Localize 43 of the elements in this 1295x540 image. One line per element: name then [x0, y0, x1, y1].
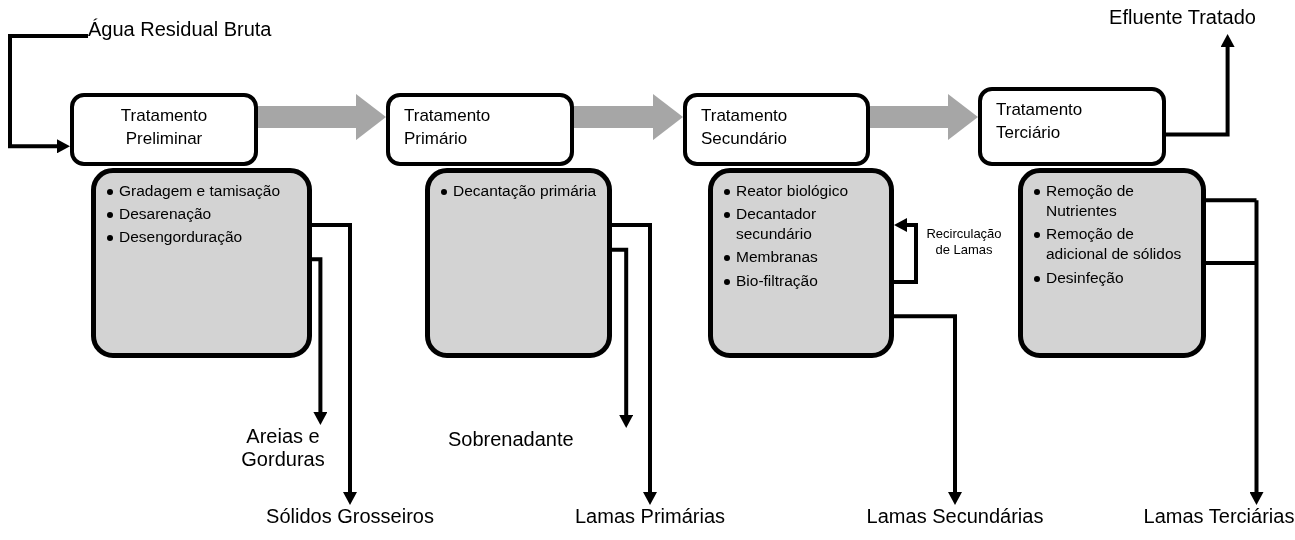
- flow-label: Efluente Tratado: [1080, 6, 1285, 34]
- process-box: [91, 168, 312, 358]
- arrow: [894, 218, 918, 284]
- stage-title: Tratamento Terciário: [995, 99, 1084, 144]
- flow-label: Sobrenadante: [448, 428, 628, 456]
- stage-title-box: [978, 87, 1166, 166]
- stage-title-box: [386, 93, 574, 166]
- flow-label: Sólidos Grosseiros: [255, 505, 445, 533]
- arrow: [1204, 198, 1264, 505]
- arrow: [612, 223, 657, 505]
- flow-label: Lamas Secundárias: [860, 505, 1050, 533]
- bullet-item: Decantador secundário: [723, 204, 881, 245]
- stage-title-box: [70, 93, 258, 166]
- bullet-item: Gradagem e tamisação: [106, 181, 299, 202]
- arrow: [8, 34, 88, 154]
- stage-title: Tratamento Primário: [403, 105, 492, 150]
- stage-title-box: [683, 93, 870, 166]
- arrow: [612, 247, 634, 428]
- stage-title: Tratamento Preliminar: [119, 105, 209, 150]
- stage-title: Tratamento Secundário: [700, 105, 789, 150]
- bullet-item: Decantação primária: [440, 181, 599, 202]
- arrow: [312, 257, 328, 425]
- bullet-item: Membranas: [723, 247, 881, 268]
- arrow: [312, 223, 357, 505]
- block-arrow: [258, 94, 386, 141]
- flow-label: Lamas Terciárias: [1143, 505, 1295, 533]
- bullet-item: Remoção de Nutrientes: [1033, 181, 1193, 222]
- process-box: [708, 168, 894, 358]
- arrow: [1166, 34, 1235, 137]
- block-arrow: [574, 94, 683, 141]
- arrow: [894, 314, 962, 505]
- flow-label: Água Residual Bruta: [88, 18, 338, 48]
- process-box: [425, 168, 612, 358]
- block-arrow: [870, 94, 978, 140]
- bullet-item: Desengorduração: [106, 227, 299, 248]
- bullet-item: Desinfeção: [1033, 267, 1193, 288]
- bullet-item: Reator biológico: [723, 181, 881, 202]
- bullet-item: Remoção de adicional de sólidos: [1033, 224, 1193, 265]
- bullet-item: Desarenação: [106, 204, 299, 225]
- flow-label: Lamas Primárias: [565, 505, 735, 533]
- flow-label: Areias e Gorduras: [228, 425, 338, 483]
- process-box: [1018, 168, 1206, 358]
- bullet-item: Bio-filtração: [723, 270, 881, 291]
